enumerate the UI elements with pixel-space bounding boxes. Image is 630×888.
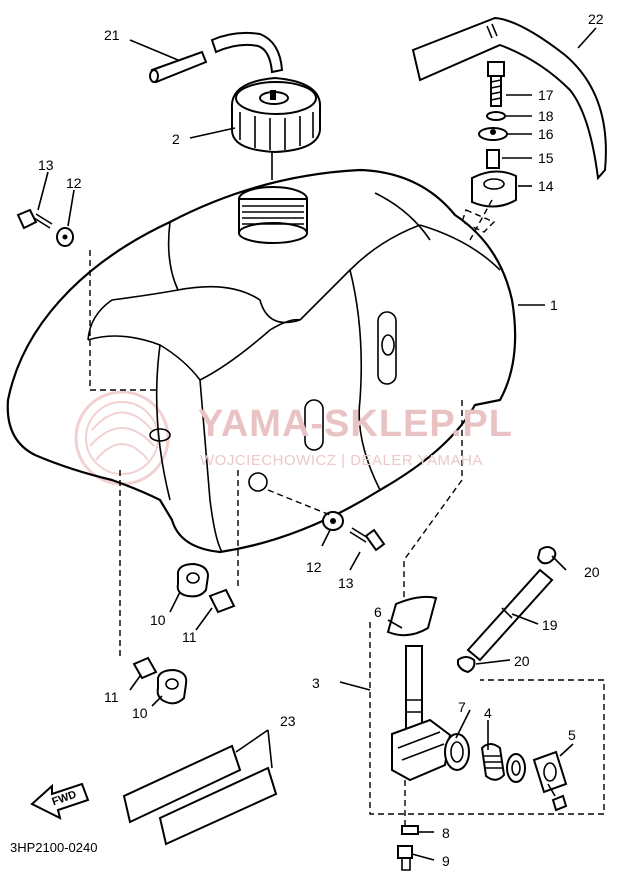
fuel-hose	[457, 546, 557, 674]
rubber-pads	[122, 744, 278, 846]
fuel-tank	[6, 168, 517, 554]
breather-hose	[149, 31, 284, 84]
figure-code: 3HP2100-0240	[10, 840, 97, 855]
callout-9: 9	[442, 853, 450, 869]
callout-13b: 13	[338, 575, 354, 591]
callout-22: 22	[588, 11, 604, 27]
left-bolt-washer	[16, 208, 74, 247]
callout-7: 7	[458, 699, 466, 715]
fwd-arrow	[30, 782, 90, 820]
callout-4: 4	[484, 705, 492, 721]
fuel-cock-assembly	[369, 595, 605, 871]
callout-6: 6	[374, 604, 382, 620]
callout-8: 8	[442, 825, 450, 841]
callout-12a: 12	[66, 175, 82, 191]
callout-21: 21	[104, 27, 120, 43]
callout-19: 19	[542, 617, 558, 633]
callout-20b: 20	[514, 653, 530, 669]
callout-12b: 12	[306, 559, 322, 575]
watermark-logo	[74, 390, 170, 486]
callout-11b: 11	[104, 689, 119, 705]
callout-10b: 10	[132, 705, 148, 721]
callout-16: 16	[538, 126, 554, 142]
assembly-lines	[89, 152, 493, 660]
callout-5: 5	[568, 727, 576, 743]
leader-lines	[37, 27, 597, 861]
callout-10a: 10	[150, 612, 166, 628]
callout-labels: 1 2 3 4 5 6 7 8 9 10 10 11 11 12 12 13 1…	[38, 11, 604, 869]
callout-15: 15	[538, 150, 554, 166]
callout-18: 18	[538, 108, 554, 124]
callout-23: 23	[280, 713, 296, 729]
callout-1: 1	[550, 297, 558, 313]
tank-strap	[411, 16, 607, 181]
callout-11a: 11	[182, 629, 197, 645]
dampers-collars	[132, 562, 236, 705]
callout-2: 2	[172, 131, 180, 147]
strap-bolt-stack	[461, 61, 517, 233]
callout-17: 17	[538, 87, 554, 103]
callout-20a: 20	[584, 564, 600, 580]
right-bolt-washer	[322, 511, 386, 552]
fuel-cap	[230, 76, 322, 154]
callout-3: 3	[312, 675, 320, 691]
callout-13a: 13	[38, 157, 54, 173]
callout-14: 14	[538, 178, 554, 194]
